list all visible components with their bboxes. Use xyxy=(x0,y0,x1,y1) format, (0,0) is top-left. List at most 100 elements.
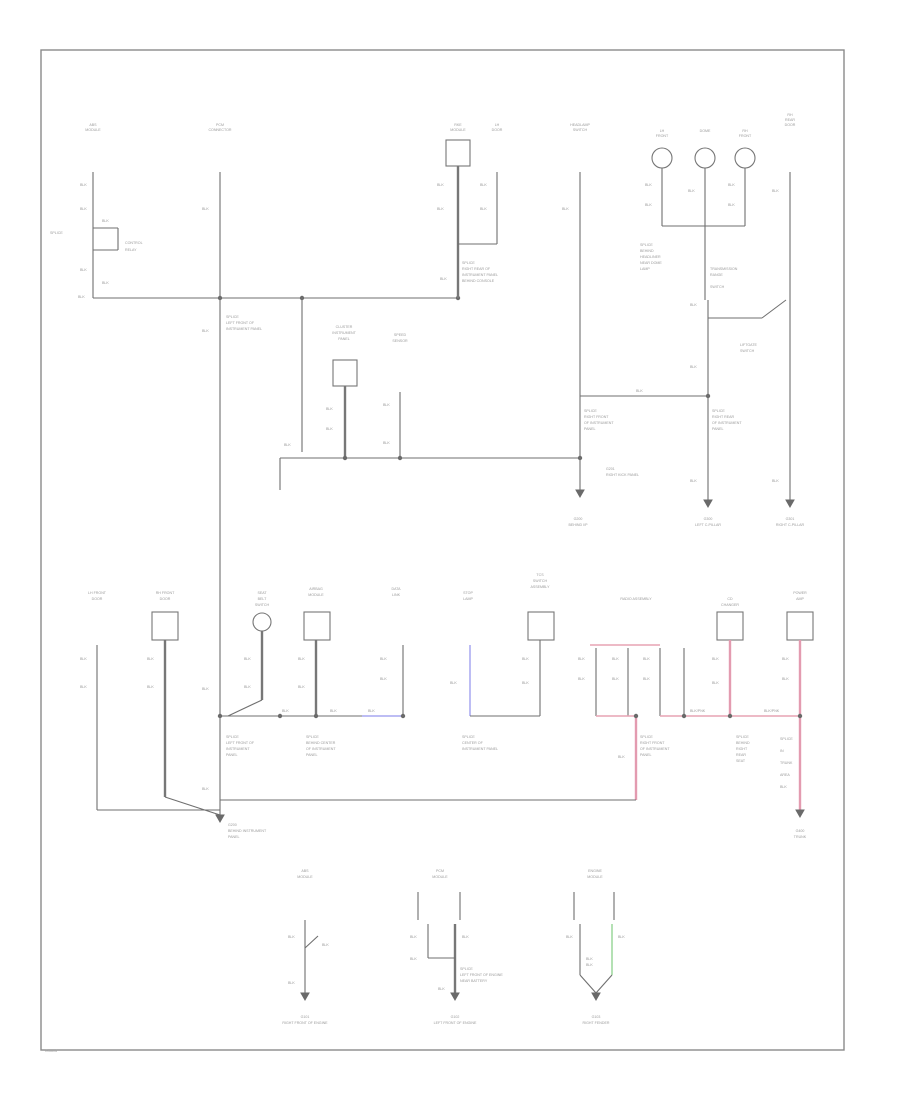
svg-text:BLK: BLK xyxy=(612,657,619,661)
svg-text:BLK: BLK xyxy=(480,183,487,187)
svg-text:BLK: BLK xyxy=(780,785,787,789)
svg-text:G200: G200 xyxy=(228,823,237,827)
page-reference: Ground xyxy=(45,1049,57,1053)
svg-text:BLK: BLK xyxy=(772,479,779,483)
svg-text:DOOR: DOOR xyxy=(160,597,171,601)
svg-text:G301: G301 xyxy=(786,517,795,521)
svg-text:BLK: BLK xyxy=(450,681,457,685)
svg-text:RIGHT FENDER: RIGHT FENDER xyxy=(583,1021,610,1025)
svg-text:RH: RH xyxy=(787,113,793,117)
svg-text:SEAT: SEAT xyxy=(257,591,267,595)
lower-center-circuit: STOP LAMP BLK SPLICE CENTER OF INSTRUMEN… xyxy=(450,573,555,751)
svg-text:BLK: BLK xyxy=(643,677,650,681)
svg-text:CENTER OF: CENTER OF xyxy=(462,741,484,745)
svg-text:BELT: BELT xyxy=(258,597,268,601)
ground-symbol xyxy=(591,992,601,1002)
svg-text:BLK: BLK xyxy=(202,329,209,333)
svg-text:AREA: AREA xyxy=(780,773,790,777)
svg-text:BLK: BLK xyxy=(322,943,329,947)
svg-text:MODULE: MODULE xyxy=(432,875,448,879)
svg-text:RH: RH xyxy=(742,129,748,133)
svg-text:SWITCH: SWITCH xyxy=(255,603,270,607)
svg-text:BLK: BLK xyxy=(202,207,209,211)
svg-text:SPLICE: SPLICE xyxy=(306,735,319,739)
svg-text:BLK: BLK xyxy=(380,657,387,661)
wire-label: BLK xyxy=(80,268,87,272)
svg-text:BLK: BLK xyxy=(728,183,735,187)
diagram-frame xyxy=(40,49,845,1051)
svg-text:SPLICE: SPLICE xyxy=(640,735,653,739)
svg-text:BLK: BLK xyxy=(645,203,652,207)
svg-text:BLK: BLK xyxy=(462,935,469,939)
svg-text:STOP: STOP xyxy=(463,591,473,595)
svg-text:BLK: BLK xyxy=(383,441,390,445)
svg-text:BLK: BLK xyxy=(330,709,337,713)
svg-text:SPLICE: SPLICE xyxy=(226,315,239,319)
svg-text:PANEL: PANEL xyxy=(712,427,724,431)
svg-text:DOME: DOME xyxy=(700,129,711,133)
svg-text:RANGE: RANGE xyxy=(710,273,723,277)
svg-text:BEHIND CENTER: BEHIND CENTER xyxy=(306,741,336,745)
svg-text:BLK: BLK xyxy=(410,957,417,961)
svg-text:CONNECTOR: CONNECTOR xyxy=(208,128,231,132)
wire-label: BLK xyxy=(102,281,109,285)
svg-text:PANEL: PANEL xyxy=(226,753,238,757)
svg-text:RIGHT REAR: RIGHT REAR xyxy=(712,415,735,419)
svg-text:LEFT C-PILLAR: LEFT C-PILLAR xyxy=(695,523,721,527)
svg-text:LH: LH xyxy=(660,129,665,133)
svg-text:BLK: BLK xyxy=(522,657,529,661)
svg-text:MODULE: MODULE xyxy=(308,593,324,597)
svg-text:BEHIND I/P: BEHIND I/P xyxy=(569,523,589,527)
svg-text:G300: G300 xyxy=(704,517,713,521)
svg-text:SPLICE: SPLICE xyxy=(640,243,653,247)
svg-text:NEAR BATTERY: NEAR BATTERY xyxy=(460,979,488,983)
cd-changer-box xyxy=(716,611,744,641)
svg-text:BLK/PNK: BLK/PNK xyxy=(764,709,780,713)
svg-text:BLK: BLK xyxy=(440,277,447,281)
svg-text:DOOR: DOOR xyxy=(92,597,103,601)
svg-text:SPLICE: SPLICE xyxy=(462,735,475,739)
ground-symbol xyxy=(795,809,805,819)
svg-text:BLK: BLK xyxy=(522,681,529,685)
svg-text:BLK: BLK xyxy=(202,687,209,691)
svg-text:PANEL: PANEL xyxy=(306,753,318,757)
svg-text:BLK: BLK xyxy=(326,407,333,411)
svg-text:SWITCH: SWITCH xyxy=(533,579,548,583)
svg-text:G101: G101 xyxy=(301,1015,310,1019)
svg-text:AMP: AMP xyxy=(796,597,804,601)
tcs-switch-box xyxy=(527,611,555,641)
svg-text:PANEL: PANEL xyxy=(640,753,652,757)
top-left-circuit: ABS MODULE BLK BLK BLK SPLICE CONTROL RE… xyxy=(50,123,143,299)
svg-text:LIFTGATE: LIFTGATE xyxy=(740,343,758,347)
svg-text:PANEL: PANEL xyxy=(228,835,240,839)
svg-text:TRUNK: TRUNK xyxy=(780,761,793,765)
svg-text:HEADLINER: HEADLINER xyxy=(640,255,661,259)
svg-text:SWITCH: SWITCH xyxy=(740,349,755,353)
svg-text:BLK: BLK xyxy=(782,677,789,681)
svg-text:TCS: TCS xyxy=(536,573,544,577)
svg-text:PANEL: PANEL xyxy=(338,337,350,341)
g200-ground: G200 BEHIND INSTRUMENT PANEL BLK xyxy=(202,716,267,839)
svg-text:BLK: BLK xyxy=(202,787,209,791)
svg-text:BLK: BLK xyxy=(244,657,251,661)
svg-text:BLK: BLK xyxy=(383,403,390,407)
svg-text:SPEED: SPEED xyxy=(394,333,407,337)
svg-text:FRONT: FRONT xyxy=(656,134,669,138)
svg-text:BLK: BLK xyxy=(438,987,445,991)
svg-text:LH FRONT: LH FRONT xyxy=(88,591,107,595)
svg-text:BLK: BLK xyxy=(636,389,643,393)
instrument-cluster-box xyxy=(332,359,358,387)
svg-text:BLK: BLK xyxy=(562,207,569,211)
svg-text:BLK: BLK xyxy=(282,709,289,713)
svg-text:OF INSTRUMENT: OF INSTRUMENT xyxy=(712,421,742,425)
rke-circuit: RKE MODULE BLK BLK LH DOOR BLK BLK SPLIC… xyxy=(437,123,503,298)
svg-text:RH FRONT: RH FRONT xyxy=(156,591,175,595)
svg-text:G201: G201 xyxy=(606,467,615,471)
svg-text:BLK: BLK xyxy=(612,677,619,681)
svg-text:BLK: BLK xyxy=(690,303,697,307)
svg-text:BLK: BLK xyxy=(288,981,295,985)
wire-label: RELAY xyxy=(125,248,137,252)
svg-text:OF INSTRUMENT: OF INSTRUMENT xyxy=(306,747,336,751)
lower-left-circuit: LH FRONT DOOR BLK BLK RH FRONT DOOR BLK … xyxy=(80,591,221,816)
